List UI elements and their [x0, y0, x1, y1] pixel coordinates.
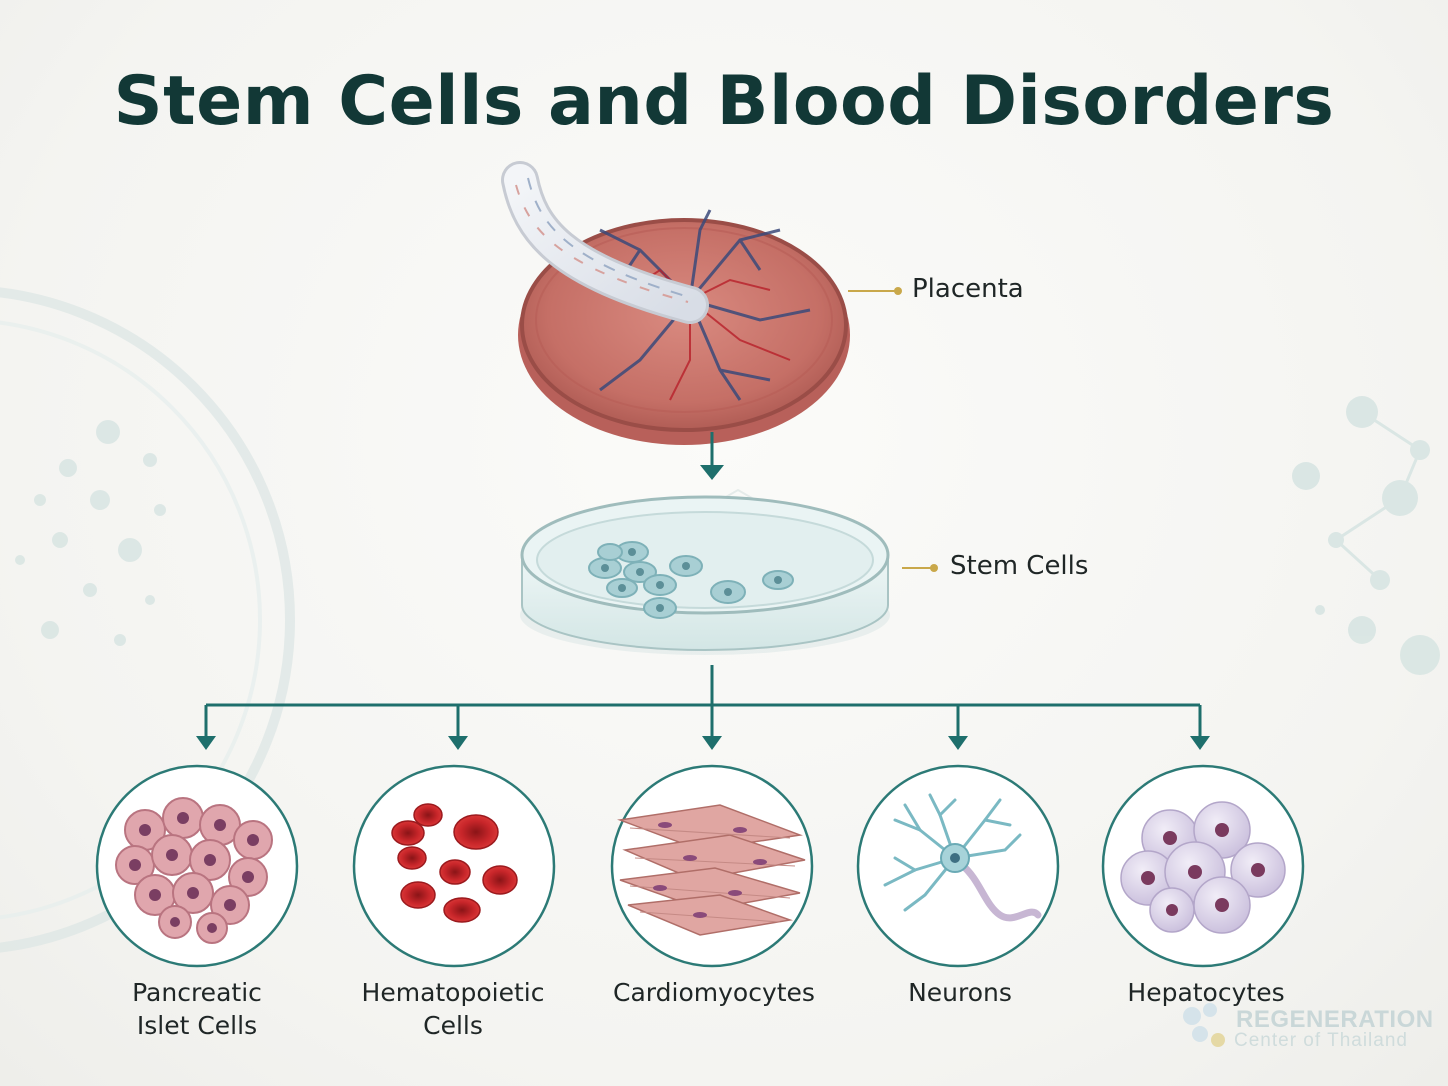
arrow-head-neurons-icon [948, 736, 968, 750]
page-title: Stem Cells and Blood Disorders [113, 62, 1335, 141]
placenta-illustration [501, 161, 850, 445]
petri-dish-illustration [520, 495, 890, 655]
cell-label-cardiomyocytes: Cardiomyocytes [594, 976, 834, 1009]
neurons-circle [856, 764, 1060, 968]
cell-label-hepatocytes: Hepatocytes [1086, 976, 1326, 1009]
pancreatic-islet-cells-circle [95, 764, 299, 968]
hepatocytes-circle [1101, 764, 1305, 968]
stem-cells-leader-dot [930, 564, 938, 572]
watermark-name: REGENERATION [1236, 1006, 1434, 1033]
arrow-head-pancreatic-icon [196, 736, 216, 750]
cell-label-line1: Pancreatic [132, 978, 262, 1007]
cell-label-line1: Hematopoietic [361, 978, 545, 1007]
arrow-head-down-icon [700, 465, 724, 480]
cell-label-line1: Cardiomyocytes [613, 978, 815, 1007]
hematopoietic-cells-circle [352, 764, 556, 968]
regeneration-logo-icon [1183, 1003, 1225, 1047]
distribution-connector [204, 665, 1202, 738]
arrow-head-hematopoietic-icon [448, 736, 468, 750]
cell-label-line1: Hepatocytes [1127, 978, 1285, 1007]
placenta-label: Placenta [912, 274, 1024, 304]
cell-label-hematopoietic: Hematopoietic Cells [333, 976, 573, 1042]
placenta-leader-dot [894, 287, 902, 295]
arrow-head-cardiomyocytes-icon [702, 736, 722, 750]
cell-label-line2: Islet Cells [136, 1011, 258, 1040]
cell-label-line1: Neurons [908, 978, 1012, 1007]
watermark-subtitle: Center of Thailand [1234, 1030, 1408, 1051]
cell-label-neurons: Neurons [840, 976, 1080, 1009]
stem-cells-label: Stem Cells [950, 551, 1089, 581]
cardiomyocytes-circle [610, 764, 814, 968]
cell-label-pancreatic: Pancreatic Islet Cells [77, 976, 317, 1042]
arrow-head-hepatocytes-icon [1190, 736, 1210, 750]
cell-label-line2: Cells [423, 1011, 483, 1040]
